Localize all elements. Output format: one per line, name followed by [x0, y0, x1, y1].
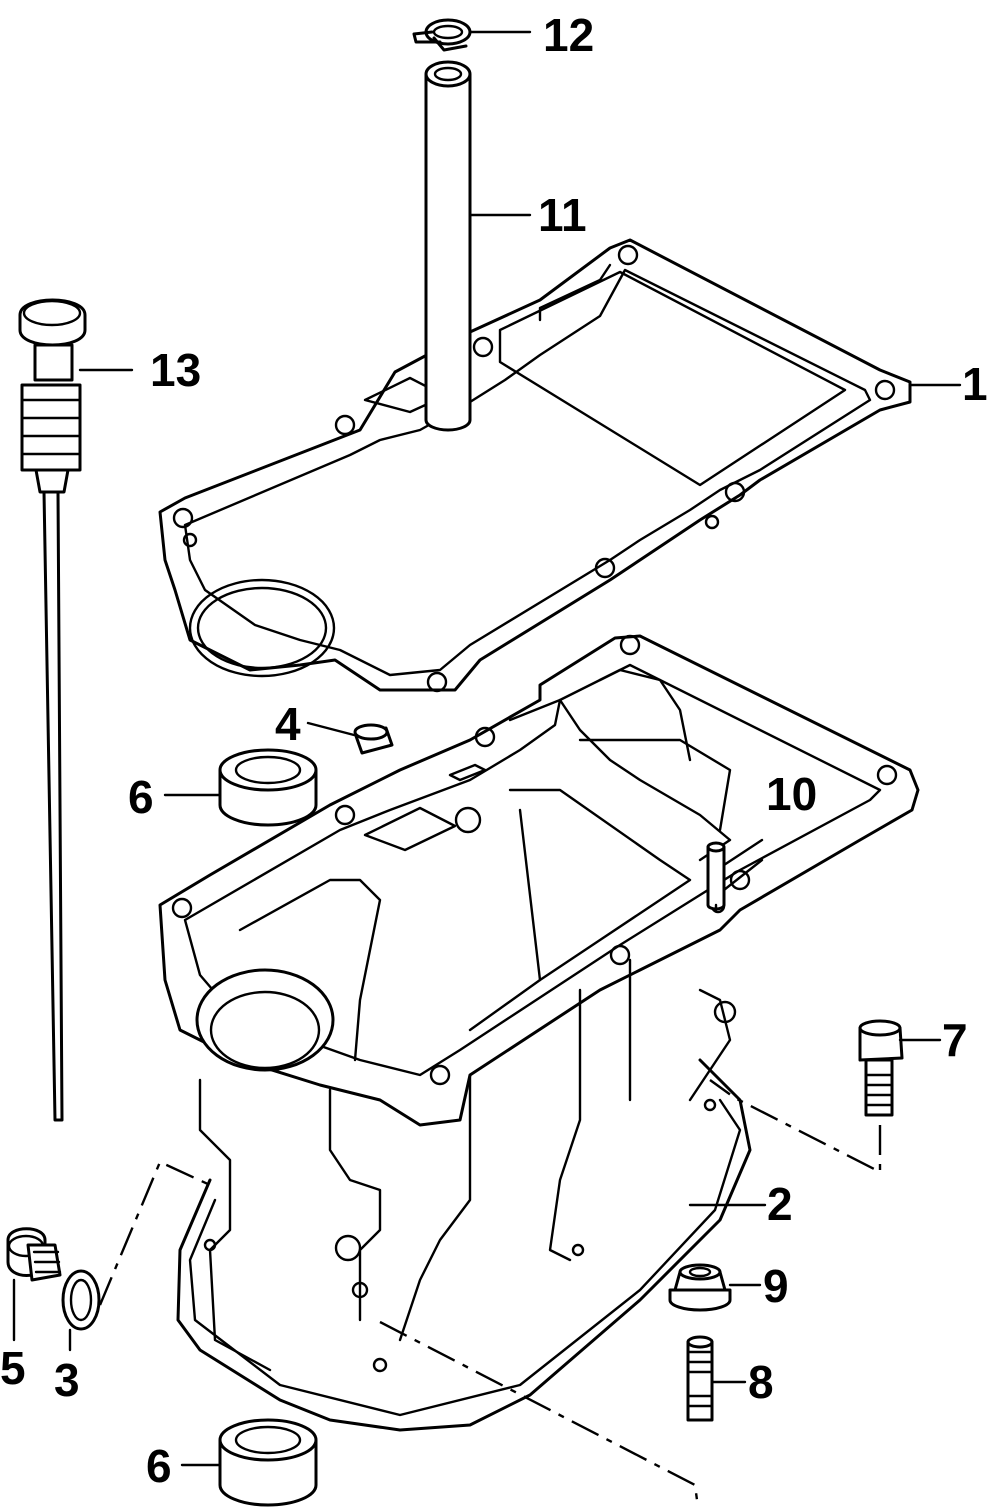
dowel-pin: [706, 841, 726, 912]
assembly-line-drain: [98, 1160, 211, 1306]
callout-3: 3: [54, 1354, 80, 1406]
assembly-line-stud: [379, 1320, 699, 1501]
callout-11: 11: [538, 189, 587, 241]
callout-1: 1: [962, 358, 988, 410]
callout-13: 13: [150, 344, 201, 396]
oil-seal-upper: [218, 748, 318, 827]
callout-4: 4: [275, 698, 301, 750]
callout-5: 5: [0, 1342, 26, 1394]
oil-seal-lower: [218, 1418, 318, 1507]
assembly-line-bolt: [709, 1079, 882, 1174]
dipstick: [18, 298, 87, 1122]
hose-clip: [412, 18, 472, 52]
drain-plug: [6, 1227, 62, 1282]
callout-6-lower: 6: [146, 1440, 172, 1492]
callout-2: 2: [767, 1178, 793, 1230]
washer: [61, 1269, 101, 1331]
leader-10b: [722, 858, 764, 892]
bolt: [858, 1019, 904, 1117]
plug: [353, 723, 394, 755]
gasket: [158, 238, 912, 693]
callout-8: 8: [748, 1356, 774, 1408]
nut: [668, 1263, 732, 1312]
tube: [424, 60, 472, 432]
oil-pan: [158, 634, 920, 1432]
callout-10: 10: [766, 768, 817, 820]
callout-7: 7: [942, 1014, 968, 1066]
stud: [686, 1335, 714, 1422]
callout-12: 12: [543, 9, 594, 61]
callout-9: 9: [763, 1260, 789, 1312]
leader-4: [306, 721, 356, 737]
callout-6-upper: 6: [128, 771, 154, 823]
leader-10a: [722, 838, 764, 867]
